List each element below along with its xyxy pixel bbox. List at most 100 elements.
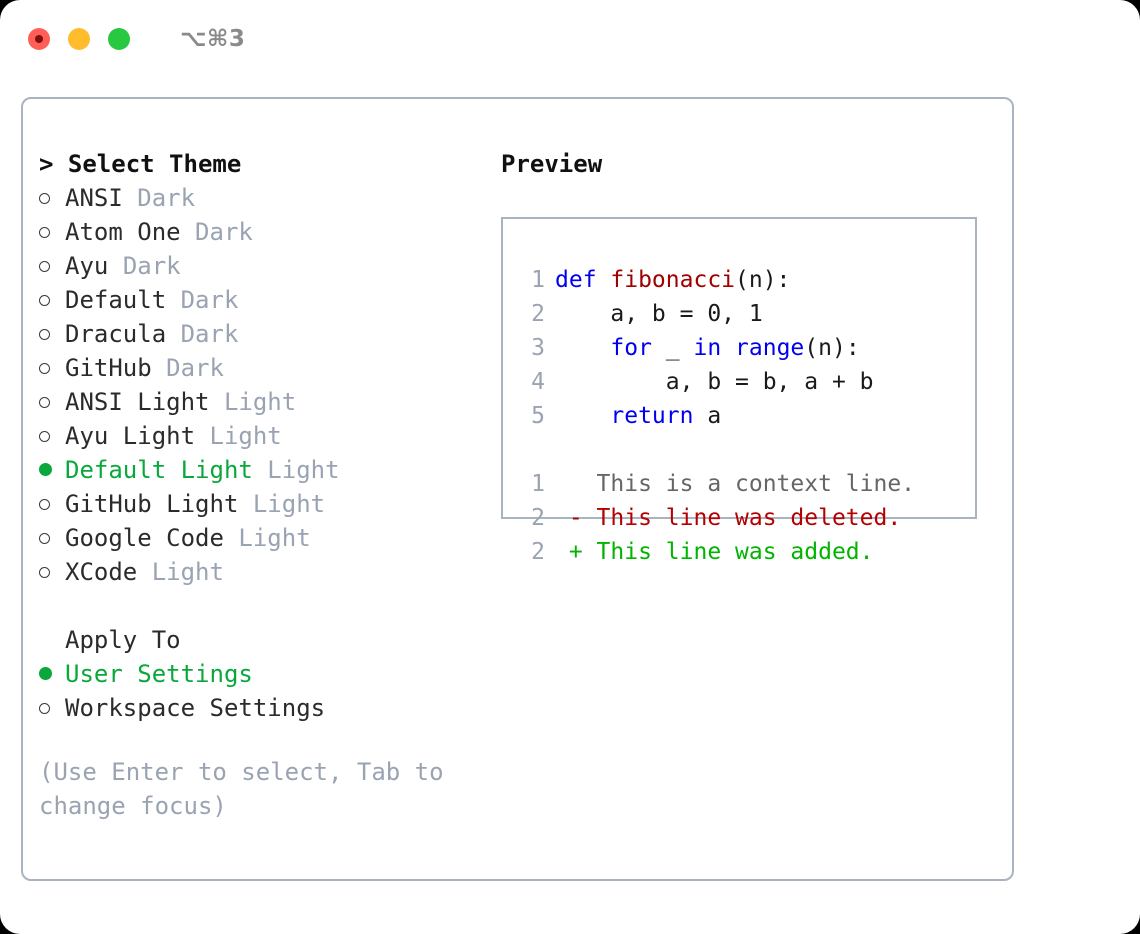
theme-list-item[interactable]: Default Dark <box>39 283 509 317</box>
theme-category: Light <box>267 456 340 484</box>
theme-category: Light <box>223 388 297 416</box>
radio-unselected-icon <box>39 567 50 578</box>
radio-unselected-icon <box>39 533 50 544</box>
apply-to-option[interactable]: Workspace Settings <box>39 691 509 725</box>
theme-name: Dracula <box>65 320 167 348</box>
theme-category: Light <box>252 490 326 518</box>
radio-unselected-icon <box>39 329 50 340</box>
theme-category: Dark <box>180 320 239 348</box>
theme-category: Light <box>151 558 224 586</box>
theme-name: ANSI Light <box>65 388 210 416</box>
radio-selected-icon <box>39 667 52 680</box>
theme-name: Ayu Light <box>65 422 196 450</box>
theme-category: Light <box>238 524 311 552</box>
traffic-lights <box>28 28 130 50</box>
theme-name: GitHub <box>65 354 152 382</box>
theme-list-item[interactable]: ANSI Dark <box>39 181 509 215</box>
radio-unselected-icon <box>39 703 50 714</box>
code-token: a <box>693 403 722 429</box>
code-line: 5 return a <box>517 399 975 433</box>
line-number: 2 <box>531 539 545 565</box>
code-line: 1 def fibonacci(n): <box>517 263 975 297</box>
theme-name: GitHub Light <box>65 490 239 518</box>
line-number: 2 <box>531 301 545 327</box>
zoom-button[interactable] <box>108 28 130 50</box>
radio-unselected-icon <box>39 397 50 408</box>
keyboard-shortcut-label: ⌥⌘3 <box>180 26 246 52</box>
line-number: 3 <box>531 335 545 361</box>
code-line: 4 a, b = b, a + b <box>517 365 975 399</box>
line-number: 1 <box>531 471 545 497</box>
page-title: > Select Theme <box>39 150 242 178</box>
code-token: + This line was added. <box>555 539 874 565</box>
theme-category: Dark <box>122 252 181 280</box>
theme-list-item[interactable]: XCode Light <box>39 555 509 589</box>
radio-unselected-icon <box>39 227 50 238</box>
code-token: - This line was deleted. <box>555 505 902 531</box>
code-token: in <box>693 335 722 361</box>
line-number: 5 <box>531 403 545 429</box>
radio-unselected-icon <box>39 363 50 374</box>
minimize-button[interactable] <box>68 28 90 50</box>
theme-list-item[interactable]: GitHub Dark <box>39 351 509 385</box>
code-token: a, b = b, a + b <box>555 369 874 395</box>
theme-list-item[interactable]: Atom One Dark <box>39 215 509 249</box>
code-token: _ <box>651 335 694 361</box>
theme-name: Default Light <box>65 456 253 484</box>
theme-list-item[interactable]: Google Code Light <box>39 521 509 555</box>
theme-category: Dark <box>166 354 224 382</box>
radio-unselected-icon <box>39 193 50 204</box>
apply-to-label: User Settings <box>65 660 253 688</box>
theme-name: ANSI <box>65 184 123 212</box>
apply-to-option[interactable]: User Settings <box>39 657 509 691</box>
theme-list-item[interactable]: Ayu Dark <box>39 249 509 283</box>
radio-unselected-icon <box>39 431 50 442</box>
code-token: return <box>610 403 694 429</box>
apply-to-label: Workspace Settings <box>65 694 326 722</box>
radio-unselected-icon <box>39 295 50 306</box>
theme-category: Dark <box>180 286 239 314</box>
code-token <box>555 403 610 429</box>
radio-selected-icon <box>39 463 52 476</box>
code-line: 2 a, b = 0, 1 <box>517 297 975 331</box>
theme-name: XCode <box>65 558 138 586</box>
theme-list-item[interactable]: GitHub Light Light <box>39 487 509 521</box>
line-number: 4 <box>531 369 545 395</box>
code-token: fibonacci <box>610 267 736 293</box>
theme-category: Dark <box>195 218 253 246</box>
line-number: 2 <box>531 505 545 531</box>
close-button[interactable] <box>28 28 50 50</box>
theme-list-item[interactable]: Dracula Dark <box>39 317 509 351</box>
code-token: (n): <box>804 335 860 361</box>
code-token: a, b = 0, 1 <box>555 301 763 327</box>
radio-unselected-icon <box>39 499 50 510</box>
code-token: This is a context line. <box>555 471 916 497</box>
theme-name: Default <box>65 286 167 314</box>
apply-to-title: Apply To <box>65 626 181 654</box>
theme-category: Light <box>209 422 282 450</box>
theme-list-item[interactable]: Default Light Light <box>39 453 509 487</box>
diff-line: 2 + This line was added. <box>517 535 975 569</box>
line-number: 1 <box>531 267 545 293</box>
diff-sample: 1 This is a context line.2 - This line w… <box>517 467 975 569</box>
code-token: def <box>555 267 611 293</box>
code-token <box>721 335 735 361</box>
theme-list-item[interactable]: Ayu Light Light <box>39 419 509 453</box>
theme-name: Google Code <box>65 524 224 552</box>
diff-line: 1 This is a context line. <box>517 467 975 501</box>
radio-unselected-icon <box>39 261 50 272</box>
diff-line: 2 - This line was deleted. <box>517 501 975 535</box>
code-token: (n): <box>735 267 791 293</box>
theme-category: Dark <box>137 184 196 212</box>
title-bar: ⌥⌘3 <box>0 0 1140 78</box>
code-token: range <box>735 335 805 361</box>
theme-list-item[interactable]: ANSI Light Light <box>39 385 509 419</box>
theme-name: Ayu <box>65 252 109 280</box>
